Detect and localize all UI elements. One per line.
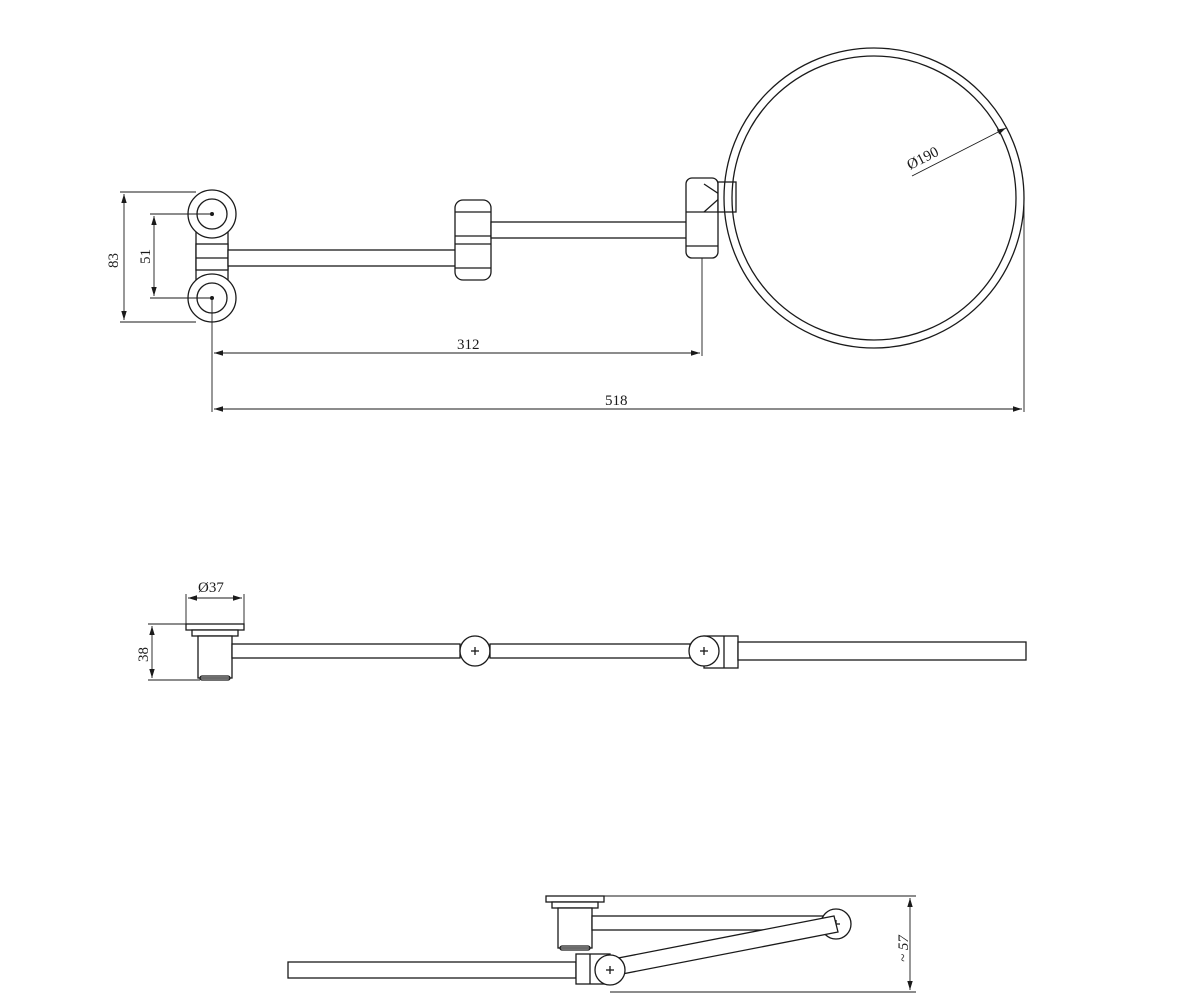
mirror (723, 47, 1025, 349)
dim-arm-extension: 312 (211, 258, 703, 412)
folded-mirror-edge (287, 961, 577, 979)
arm-extension-label: 312 (457, 337, 480, 353)
dim-mirror-diameter: Ø190 (905, 127, 1007, 177)
folded-depth-label: ~ 57 (896, 934, 912, 962)
mirror-joint (685, 177, 737, 259)
top-view-arm-2 (489, 643, 691, 659)
wall-plate (187, 189, 237, 323)
middle-joint (454, 199, 492, 281)
dim-overall-length: 518 (214, 198, 1025, 412)
folded-view: ~ 57 (287, 895, 916, 993)
screw-spacing-label: 51 (138, 249, 154, 264)
dim-folded-depth: ~ 57 (604, 895, 916, 993)
dim-base-diameter: Ø37 (185, 580, 245, 624)
top-view: Ø37 38 (136, 580, 1027, 681)
base-diameter-label: Ø37 (198, 580, 224, 596)
base-depth-label: 38 (136, 647, 152, 662)
front-view: Ø190 83 51 312 518 (106, 47, 1025, 412)
top-view-mirror-edge (737, 641, 1027, 661)
top-view-joint-2 (688, 635, 739, 669)
mirror-diameter-label: Ø190 (905, 144, 942, 173)
folded-base-flange (545, 895, 605, 951)
top-view-joint-1 (459, 635, 491, 667)
second-arm (490, 221, 688, 239)
first-arm (227, 249, 461, 267)
top-view-arm-1 (231, 643, 461, 659)
folded-joint-2 (575, 953, 626, 986)
overall-length-label: 518 (605, 393, 628, 409)
dim-plate-height: 83 (106, 191, 196, 323)
base-flange (185, 623, 245, 681)
plate-height-label: 83 (106, 253, 122, 268)
dim-base-depth: 38 (136, 623, 200, 681)
dim-screw-spacing: 51 (138, 213, 212, 299)
